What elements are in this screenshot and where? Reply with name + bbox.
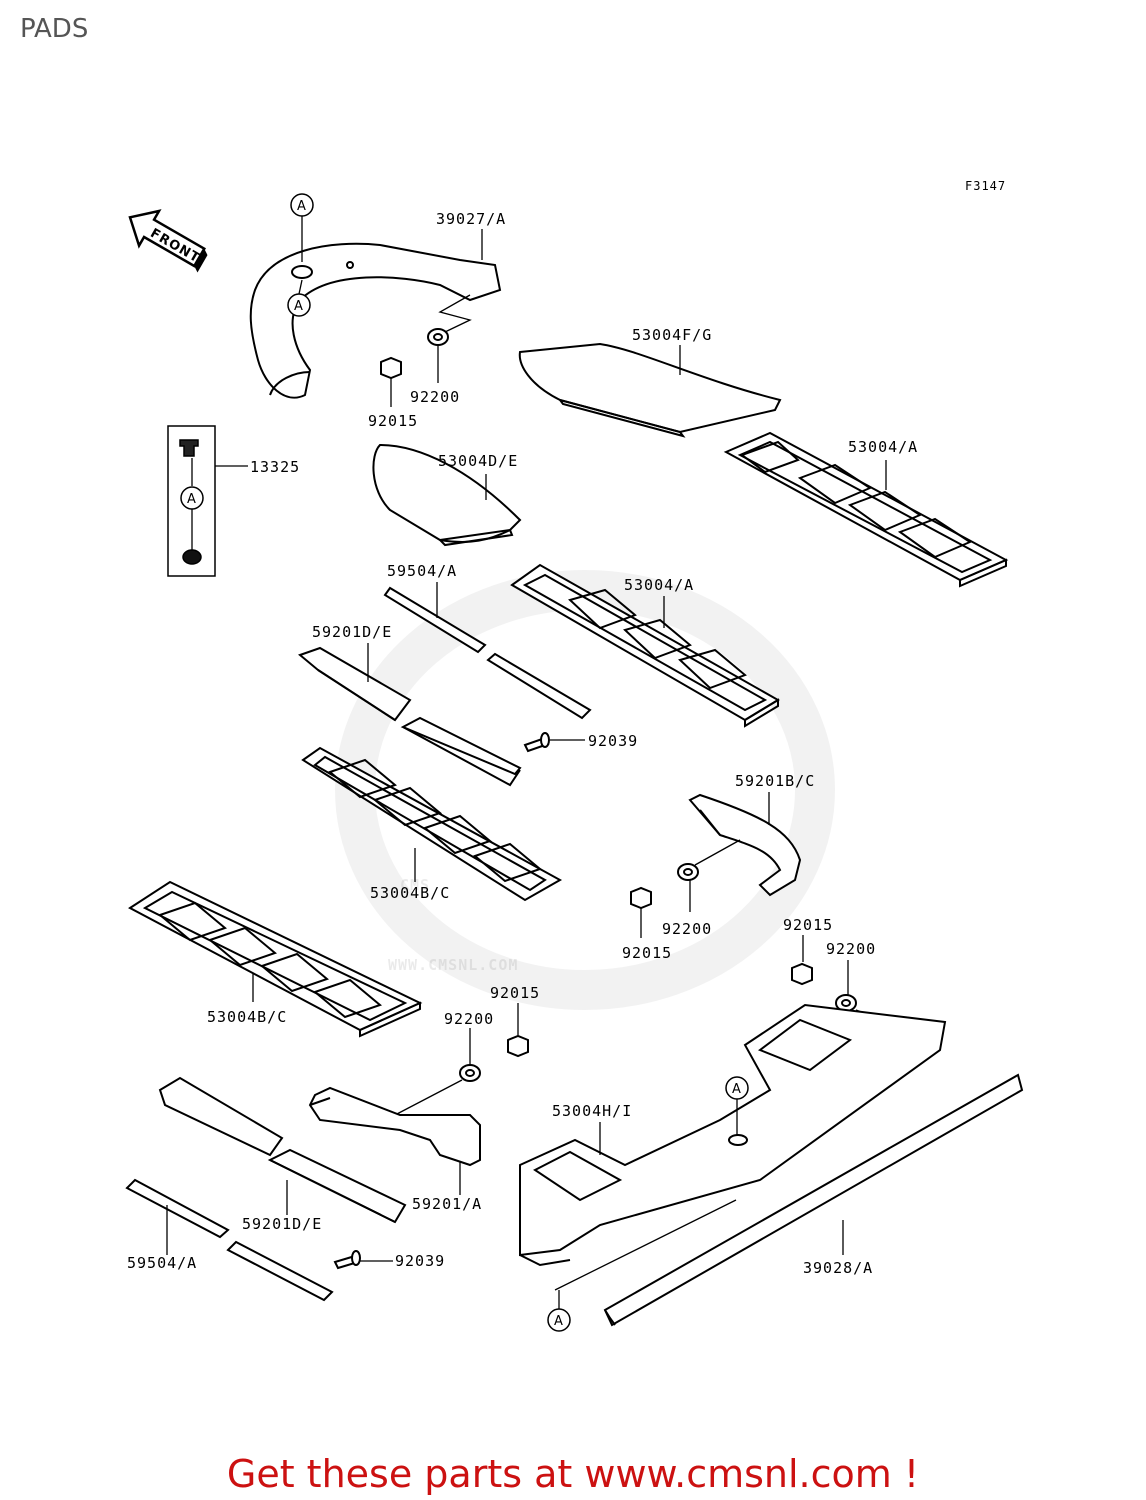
pad-53004a-right — [723, 431, 1009, 588]
label-59504a-upper: 59504/A — [387, 562, 457, 580]
pad-53004bc-left — [128, 880, 423, 1038]
pad-53004fg — [518, 342, 782, 438]
guard-59201de-upper — [298, 646, 522, 787]
pad-53004de — [372, 443, 522, 547]
label-53004de: 53004D/E — [438, 452, 518, 470]
label-53004hi: 53004H/I — [552, 1102, 632, 1120]
ref-marker-a-5: A — [547, 1308, 571, 1332]
label-53004a-middle: 53004/A — [624, 576, 694, 594]
figure-code: F3147 — [965, 179, 1006, 193]
svg-text:A: A — [297, 199, 307, 214]
label-92015-right: 92015 — [783, 916, 833, 934]
washer-92200-lower — [459, 1064, 481, 1082]
label-59201de-lower: 59201D/E — [242, 1215, 322, 1233]
label-59201bc: 59201B/C — [735, 772, 815, 790]
nut-92015-top — [380, 356, 402, 380]
page-title: PADS — [20, 14, 89, 44]
svg-text:A: A — [732, 1082, 742, 1097]
guard-59201a — [308, 1086, 481, 1167]
watermark-url: WWW.CMSNL.COM — [388, 956, 518, 974]
watermark-logo: CMS WWW.CMSNL.COM — [335, 570, 835, 1010]
label-92015-top: 92015 — [368, 412, 418, 430]
ref-marker-a-2: A — [287, 293, 311, 317]
label-53004fg: 53004F/G — [632, 326, 712, 344]
label-92200-middle: 92200 — [662, 920, 712, 938]
label-39027a: 39027/A — [436, 210, 506, 228]
pad-53004a-middle — [510, 563, 780, 728]
ref-marker-a-4: A — [725, 1076, 749, 1100]
label-53004bc-center: 53004B/C — [370, 884, 450, 902]
front-arrow-icon: FRONT — [128, 209, 208, 273]
pad-53004bc-center — [301, 746, 563, 902]
get-parts-link[interactable]: Get these parts at www.cmsnl.com ! — [226, 1452, 920, 1496]
label-92015-middle: 92015 — [622, 944, 672, 962]
label-59504a-lower: 59504/A — [127, 1254, 197, 1272]
ref-marker-a-1: A — [290, 193, 314, 217]
label-13325: 13325 — [250, 458, 300, 476]
label-53004bc-left: 53004B/C — [207, 1008, 287, 1026]
handle-39027 — [249, 242, 502, 399]
label-92039-lower: 92039 — [395, 1252, 445, 1270]
ref-marker-a-3: A — [187, 492, 197, 507]
label-39028a: 39028/A — [803, 1259, 873, 1277]
nut-92015-middle — [630, 886, 652, 910]
label-92039-upper: 92039 — [588, 732, 638, 750]
label-92200-right: 92200 — [826, 940, 876, 958]
guard-59201de-lower-b — [267, 1148, 407, 1224]
svg-text:A: A — [554, 1314, 564, 1329]
guard-59201bc — [688, 793, 802, 897]
guard-59201de-lower-a — [158, 1076, 284, 1157]
watermark-cms-text: CMS — [400, 876, 430, 894]
label-92200-top: 92200 — [410, 388, 460, 406]
strip-59504a-lower-a — [125, 1178, 230, 1239]
label-59201de-upper: 59201D/E — [312, 623, 392, 641]
svg-text:A: A — [294, 299, 304, 314]
nut-92015-lower — [507, 1034, 529, 1058]
washer-92200-middle — [677, 863, 699, 881]
label-92015-lower: 92015 — [490, 984, 540, 1002]
nut-92015-right — [791, 962, 813, 986]
label-92200-lower: 92200 — [444, 1010, 494, 1028]
strip-59504a-lower-b — [226, 1240, 334, 1302]
label-53004a-right: 53004/A — [848, 438, 918, 456]
kit-13325-box: A — [167, 425, 248, 577]
rail-39028a — [603, 1073, 1024, 1327]
rivet-92039-upper — [523, 732, 550, 753]
label-59201a: 59201/A — [412, 1195, 482, 1213]
pad-53004hi — [519, 1003, 947, 1267]
strip-59504a-upper — [383, 586, 592, 720]
rivet-92039-lower — [333, 1250, 361, 1270]
